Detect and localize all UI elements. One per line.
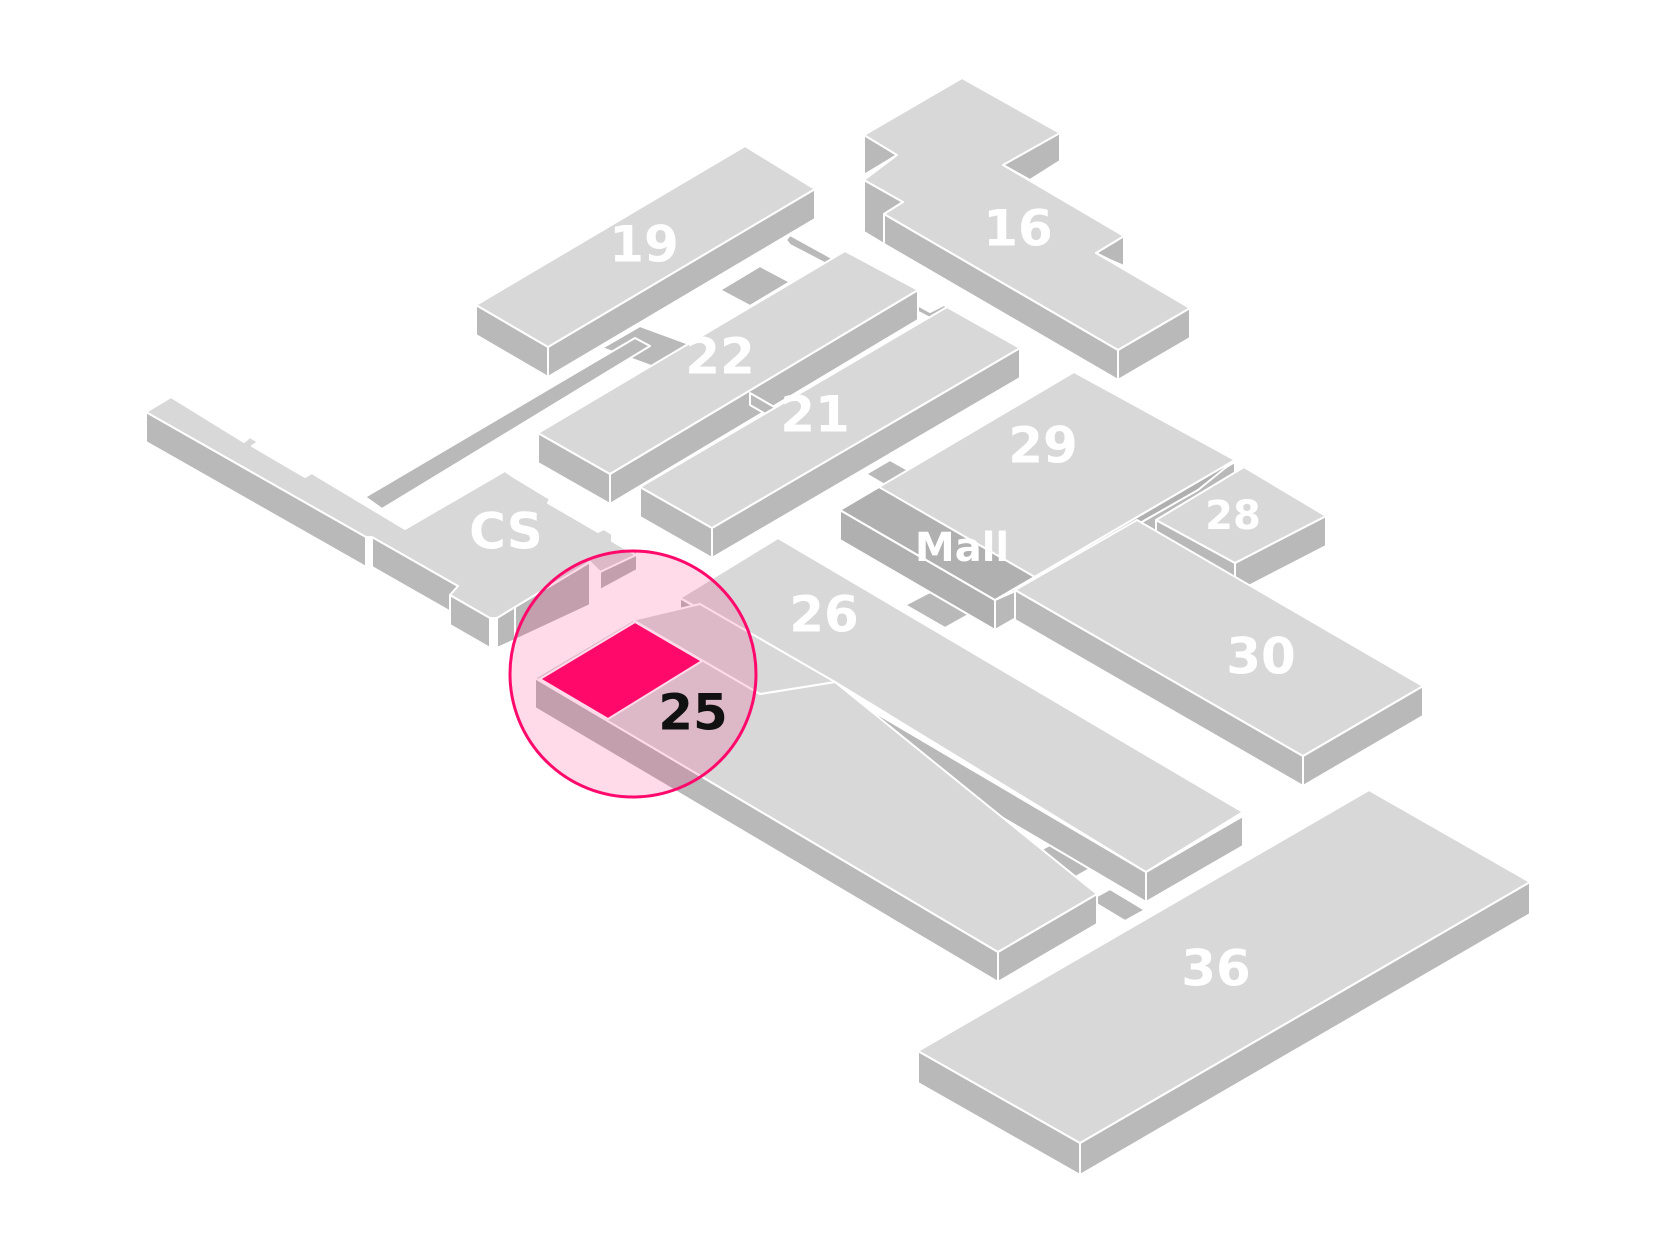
hall-label-mall: Mall xyxy=(915,525,1009,571)
hall-label-29: 29 xyxy=(1008,417,1078,475)
hall-label-28: 28 xyxy=(1205,493,1261,539)
hall-label-16: 16 xyxy=(983,200,1053,258)
hall-30[interactable] xyxy=(1014,519,1424,787)
hall-label-36: 36 xyxy=(1181,940,1251,998)
hall-label-25: 25 xyxy=(658,684,728,742)
hall-label-19: 19 xyxy=(609,216,679,274)
hall-label-26: 26 xyxy=(789,586,859,644)
hall-19[interactable] xyxy=(475,145,816,378)
hall-cs[interactable] xyxy=(145,396,638,649)
hall-label-22: 22 xyxy=(685,328,755,386)
hall-36[interactable] xyxy=(917,789,1531,1176)
hall-22[interactable] xyxy=(537,250,919,505)
hall-label-30: 30 xyxy=(1226,628,1296,686)
hall-25-highlight-area xyxy=(539,621,703,720)
hall-25[interactable] xyxy=(534,603,1098,983)
hall-label-21: 21 xyxy=(780,386,850,444)
hall-21[interactable] xyxy=(639,306,1021,559)
hall-16[interactable] xyxy=(863,77,1191,381)
highlight-circle xyxy=(508,549,758,799)
hall-label-cs: CS xyxy=(469,503,543,561)
walkways xyxy=(364,234,1236,922)
